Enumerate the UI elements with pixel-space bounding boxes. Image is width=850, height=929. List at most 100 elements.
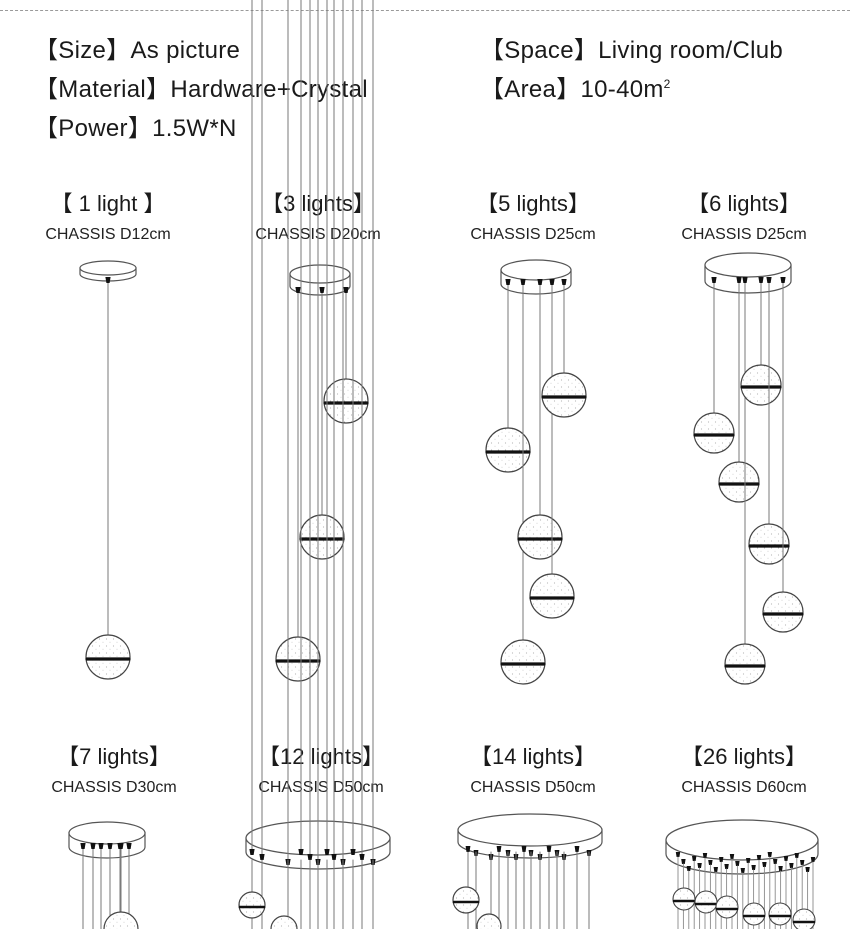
variant-chassis-6-lights: CHASSIS D25cm (681, 226, 807, 243)
variant-title-7-lights: 【7 lights】 (57, 744, 171, 769)
v26-pendant-18-socket (767, 852, 772, 857)
v7-canopy-top (68, 821, 146, 845)
v7-pendant-3-socket (98, 843, 104, 849)
v3-pendant-2-crystal-globe (299, 514, 345, 560)
variant-chassis-5-lights: CHASSIS D25cm (470, 226, 596, 243)
top-dashed-divider (0, 10, 850, 11)
v6-pendant-6-socket (780, 277, 786, 283)
v3-canopy-top (289, 264, 351, 284)
v6-pendant-3-crystal-globe (724, 643, 766, 685)
v26-pendant-14-socket (746, 858, 751, 863)
v14-pendant-4-socket (496, 846, 502, 852)
v26-pendant-6-socket (702, 853, 708, 858)
v26-pendant-22-socket (789, 863, 794, 868)
v12-pendant-5-socket (307, 854, 313, 860)
v6-pendant-4-socket (758, 277, 764, 283)
v5-pendant-1-crystal-globe (485, 427, 531, 473)
v12-pendant-8-socket (331, 854, 337, 860)
v26-canopy-top (665, 819, 819, 861)
v26-crystal-globe-6 (792, 908, 816, 929)
v26-crystal-globe-2 (694, 890, 718, 914)
v26-pendant-20-socket (778, 866, 783, 871)
v12-crystal-globe-1 (238, 891, 266, 919)
v14-pendant-10-socket (546, 846, 552, 852)
v5-pendant-1-socket (505, 279, 511, 285)
variant-chassis-12-lights: CHASSIS D50cm (258, 779, 384, 796)
v6-canopy-top (704, 252, 792, 278)
v26-crystal-globe-4 (742, 902, 766, 926)
v7-pendant-7-socket (118, 843, 124, 849)
v26-pendant-19-socket (773, 859, 778, 864)
v26-pendant-15-socket (751, 865, 756, 870)
v12-pendant-1-socket (249, 849, 255, 855)
v12-pendant-7-socket (324, 849, 330, 855)
v12-pendant-4-socket (298, 849, 304, 855)
v26-pendant-1-socket (675, 852, 681, 857)
v6-pendant-5-crystal-globe (748, 523, 790, 565)
spec-space: 【Space】Living room/Club (480, 37, 784, 64)
v26-crystal-globe-3 (715, 895, 739, 919)
v26-crystal-globe-1 (672, 887, 696, 911)
v14-crystal-globe-1 (452, 886, 480, 914)
v1-pendant-1-socket (105, 277, 111, 283)
v26-pendant-25-socket (805, 867, 810, 872)
v6-pendant-2-crystal-globe (718, 461, 760, 503)
variant-title-5-lights: 【5 lights】 (476, 191, 590, 216)
variant-chassis-7-lights: CHASSIS D30cm (51, 779, 177, 796)
v7-pendant-6-socket (126, 843, 132, 849)
v7-pendant-2-socket (90, 843, 96, 849)
v3-pendant-3-socket (343, 287, 349, 293)
spec-area-superscript: 2 (663, 77, 671, 91)
v26-pendant-21-socket (783, 856, 789, 861)
v7-pendant-4-socket (107, 843, 113, 849)
v3-pendant-2-socket (319, 287, 325, 293)
v14-canopy-top (457, 813, 603, 847)
v3-pendant-3-crystal-globe (323, 378, 369, 424)
v5-pendant-5-socket (561, 279, 567, 285)
v6-pendant-5-socket (766, 277, 772, 283)
spec-size: 【Size】As picture (34, 37, 241, 64)
v26-pendant-12-socket (735, 861, 740, 866)
v7-crystal-globe (103, 911, 139, 929)
v12-pendant-11-socket (359, 854, 365, 860)
v26-pendant-13-socket (740, 868, 745, 873)
v26-pendant-10-socket (724, 864, 729, 869)
v26-pendant-16-socket (756, 855, 762, 860)
v5-pendant-2-socket (520, 279, 526, 285)
v3-pendant-1-socket (295, 287, 301, 293)
v5-pendant-4-crystal-globe (529, 573, 575, 619)
v14-pendant-13-socket (574, 846, 580, 852)
variant-title-12-lights: 【12 lights】 (258, 744, 384, 769)
v26-pendant-4-socket (692, 856, 697, 861)
v6-pendant-1-socket (711, 277, 717, 283)
variant-title-14-lights: 【14 lights】 (470, 744, 596, 769)
spec-area-text: 【Area】10-40m (480, 76, 664, 103)
variant-chassis-14-lights: CHASSIS D50cm (470, 779, 596, 796)
v14-pendant-7-socket (521, 846, 527, 852)
variant-title-1-light: 【 1 light 】 (50, 191, 166, 216)
v1-canopy-top (79, 260, 137, 276)
v26-pendant-5-socket (697, 863, 702, 868)
v5-canopy-top (500, 259, 572, 281)
v5-pendant-3-socket (537, 279, 543, 285)
v5-pendant-4-socket (549, 279, 555, 285)
v26-pendant-17-socket (762, 862, 767, 867)
v26-pendant-26-socket (810, 857, 816, 862)
v6-pendant-4-crystal-globe (740, 364, 782, 406)
v26-pendant-9-socket (719, 857, 724, 862)
v26-pendant-23-socket (794, 853, 799, 858)
variant-chassis-1-light: CHASSIS D12cm (45, 226, 171, 243)
spec-power: 【Power】1.5W*N (34, 115, 237, 142)
v6-pendant-2-socket (736, 277, 742, 283)
v5-pendant-3-crystal-globe (517, 514, 563, 560)
v26-pendant-3-socket (686, 866, 691, 871)
v12-pendant-2-socket (259, 854, 265, 860)
v26-crystal-globe-5 (768, 902, 792, 926)
v3-pendant-1-crystal-globe (275, 636, 321, 682)
v12-crystal-globe-2 (270, 915, 298, 929)
spec-area: 【Area】10-40m2 (480, 69, 671, 104)
v6-pendant-1-crystal-globe (693, 412, 735, 454)
variant-title-6-lights: 【6 lights】 (687, 191, 801, 216)
v7-pendant-1-socket (80, 843, 86, 849)
